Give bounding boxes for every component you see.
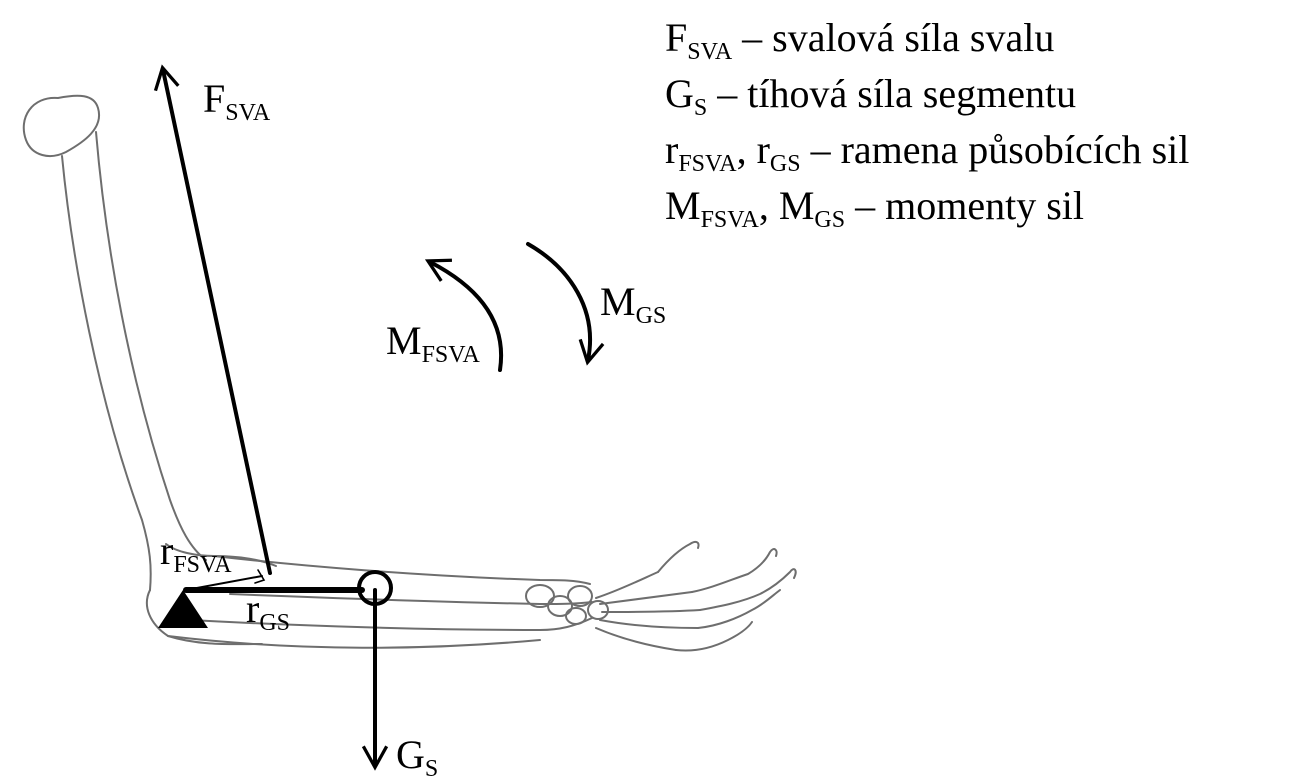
legend-description: – momenty sil bbox=[845, 183, 1084, 228]
legend-symbol: GS bbox=[665, 71, 708, 121]
humerus-shaft-inner bbox=[95, 131, 207, 561]
humerus-head bbox=[22, 94, 101, 157]
label-rfsva: rFSVA bbox=[160, 528, 232, 578]
arm-bones-illustration bbox=[22, 94, 797, 652]
legend-symbol: rFSVA bbox=[665, 127, 737, 177]
center-of-gravity-marker bbox=[357, 570, 393, 606]
carpal-bones bbox=[525, 584, 609, 625]
elbow-joint bbox=[145, 589, 263, 646]
legend-row-gs: GS – tíhová síla segmentu bbox=[665, 66, 1189, 122]
legend-description: – tíhová síla segmentu bbox=[707, 71, 1077, 116]
legend-symbol: MFSVA bbox=[665, 183, 759, 233]
legend-row-moments: MFSVA, MGS – momenty sil bbox=[665, 183, 1084, 233]
metacarpal-bones bbox=[595, 571, 701, 651]
label-rgs: rGS bbox=[246, 586, 290, 636]
legend-symbol: MGS bbox=[778, 183, 846, 233]
legend: FSVA – svalová síla svalu GS – tíhová sí… bbox=[665, 10, 1189, 234]
elbow-fulcrum-triangle bbox=[158, 590, 208, 628]
legend-row-lever-arms: rFSVA, rGS – ramena působících sil bbox=[665, 127, 1190, 177]
fsva-arrow bbox=[153, 64, 272, 575]
label-fsva: FSVA bbox=[203, 76, 271, 126]
radius-bone-lower bbox=[229, 593, 593, 605]
label-gs: GS bbox=[396, 732, 438, 782]
legend-description: – svalová síla svalu bbox=[732, 15, 1055, 60]
force-vectors bbox=[153, 64, 605, 771]
legend-symbol: rGS bbox=[756, 127, 801, 177]
legend-description: – ramena působících sil bbox=[800, 127, 1190, 172]
radius-bone bbox=[213, 555, 591, 585]
mfsva-moment-arrow bbox=[424, 258, 504, 372]
finger-bones bbox=[657, 540, 797, 652]
label-mfsva: MFSVA bbox=[386, 318, 481, 368]
ulna-bone bbox=[189, 617, 593, 631]
right-angle-mark bbox=[254, 569, 266, 584]
ulna-bone-lower bbox=[167, 635, 541, 649]
legend-symbol: FSVA bbox=[665, 15, 733, 65]
label-mgs: MGS bbox=[600, 279, 666, 329]
legend-row-fsva: FSVA – svalová síla svalu bbox=[665, 10, 1189, 66]
mgs-moment-arrow bbox=[526, 242, 605, 366]
humerus-shaft bbox=[61, 155, 152, 591]
